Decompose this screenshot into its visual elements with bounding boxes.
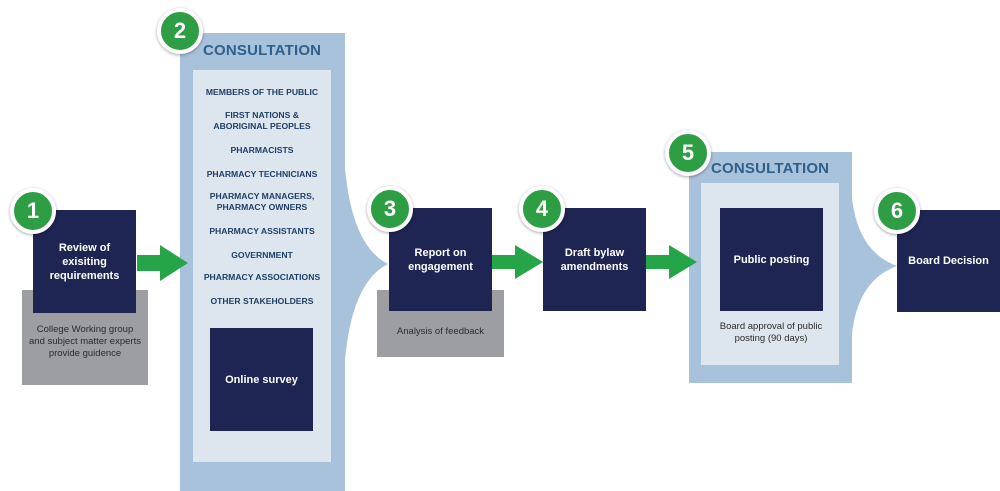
step-5-label: Public posting: [733, 253, 810, 266]
step-5-badge: 5: [665, 130, 711, 176]
step-4-box: Draft bylaw amendments: [543, 208, 646, 311]
step-5-note: Board approval of public posting (90 day…: [719, 321, 823, 344]
step-4-badge: 4: [519, 186, 565, 232]
step-2-label: Online survey: [225, 373, 298, 386]
stakeholder-item: GOVERNMENT: [231, 250, 293, 260]
stakeholder-item: PHARMACY ASSISTANTS: [209, 226, 315, 236]
step-1-badge: 1: [10, 188, 56, 234]
step-6-badge: 6: [874, 188, 920, 234]
step-2-badge: 2: [157, 8, 203, 54]
step-1-number: 1: [26, 198, 40, 223]
step-3-note: Analysis of feedback: [396, 326, 485, 337]
stakeholder-item: PHARMACY TECHNICIANS: [206, 169, 318, 179]
consultation-title-5: CONSULTATION: [711, 160, 830, 177]
step-2-number: 2: [173, 18, 187, 43]
arrow-4-to-5: [646, 245, 697, 279]
step-4-number: 4: [535, 196, 549, 221]
step-6-number: 6: [890, 198, 904, 223]
stakeholder-item: OTHER STAKEHOLDERS: [210, 296, 314, 306]
step-1-box: Review of exisiting requirements: [33, 210, 136, 313]
step-3-number: 3: [383, 196, 397, 221]
stakeholder-item: FIRST NATIONS & ABORIGINAL PEOPLES: [213, 110, 311, 131]
step-1-label: Review of exisiting requirements: [49, 241, 120, 282]
arrow-3-to-4: [492, 245, 543, 279]
step-1-note: College Working group and subject matter…: [29, 324, 141, 359]
step-4-label: Draft bylaw amendments: [560, 246, 629, 273]
step-3-badge: 3: [367, 186, 413, 232]
stakeholder-item: PHARMACY MANAGERS, PHARMACY OWNERS: [209, 191, 315, 212]
arrow-1-to-2: [137, 245, 188, 281]
step-2-box: Online survey: [210, 328, 313, 431]
step-3-box: Report on engagement: [389, 208, 492, 311]
stakeholder-item: PHARMACY ASSOCIATIONS: [203, 272, 321, 282]
stakeholder-item: PHARMACISTS: [230, 145, 294, 155]
step-6-box: Board Decision: [897, 210, 1000, 312]
step-6-label: Board Decision: [908, 255, 989, 267]
step-5-number: 5: [681, 140, 695, 165]
consultation-title-2: CONSULTATION: [203, 42, 322, 59]
stakeholder-item: MEMBERS OF THE PUBLIC: [205, 87, 319, 97]
step-3-label: Report on engagement: [408, 246, 473, 273]
step-5-box: Public posting: [720, 208, 823, 311]
